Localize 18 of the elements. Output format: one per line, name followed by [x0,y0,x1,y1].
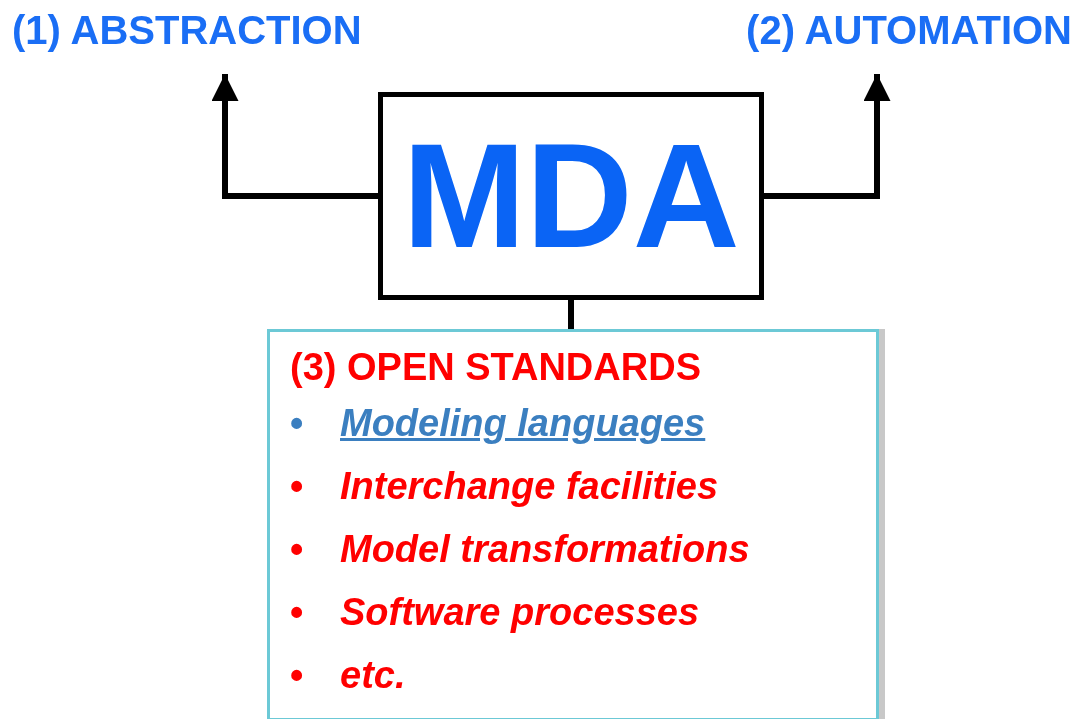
bullet: • [290,527,304,572]
list-item: Interchange facilities [340,464,718,509]
list-item: etc. [340,653,406,698]
bullet: • [290,464,304,509]
list-item: Model transformations [340,527,750,572]
bullet: • [290,653,304,698]
box-heading: (3) OPEN STANDARDS [290,345,701,390]
link: Modeling languages [340,401,706,446]
arrow [211,74,378,199]
list-item: Software processes [340,590,700,635]
heading-text: (1) ABSTRACTION [12,4,437,74]
connector-line [568,300,574,329]
heading-text: (2) AUTOMATION [672,4,1072,74]
bullet: • [290,401,304,446]
process-box [378,92,764,300]
arrow [764,74,891,199]
bullet: • [290,590,304,635]
box-label: MDA [402,122,740,270]
